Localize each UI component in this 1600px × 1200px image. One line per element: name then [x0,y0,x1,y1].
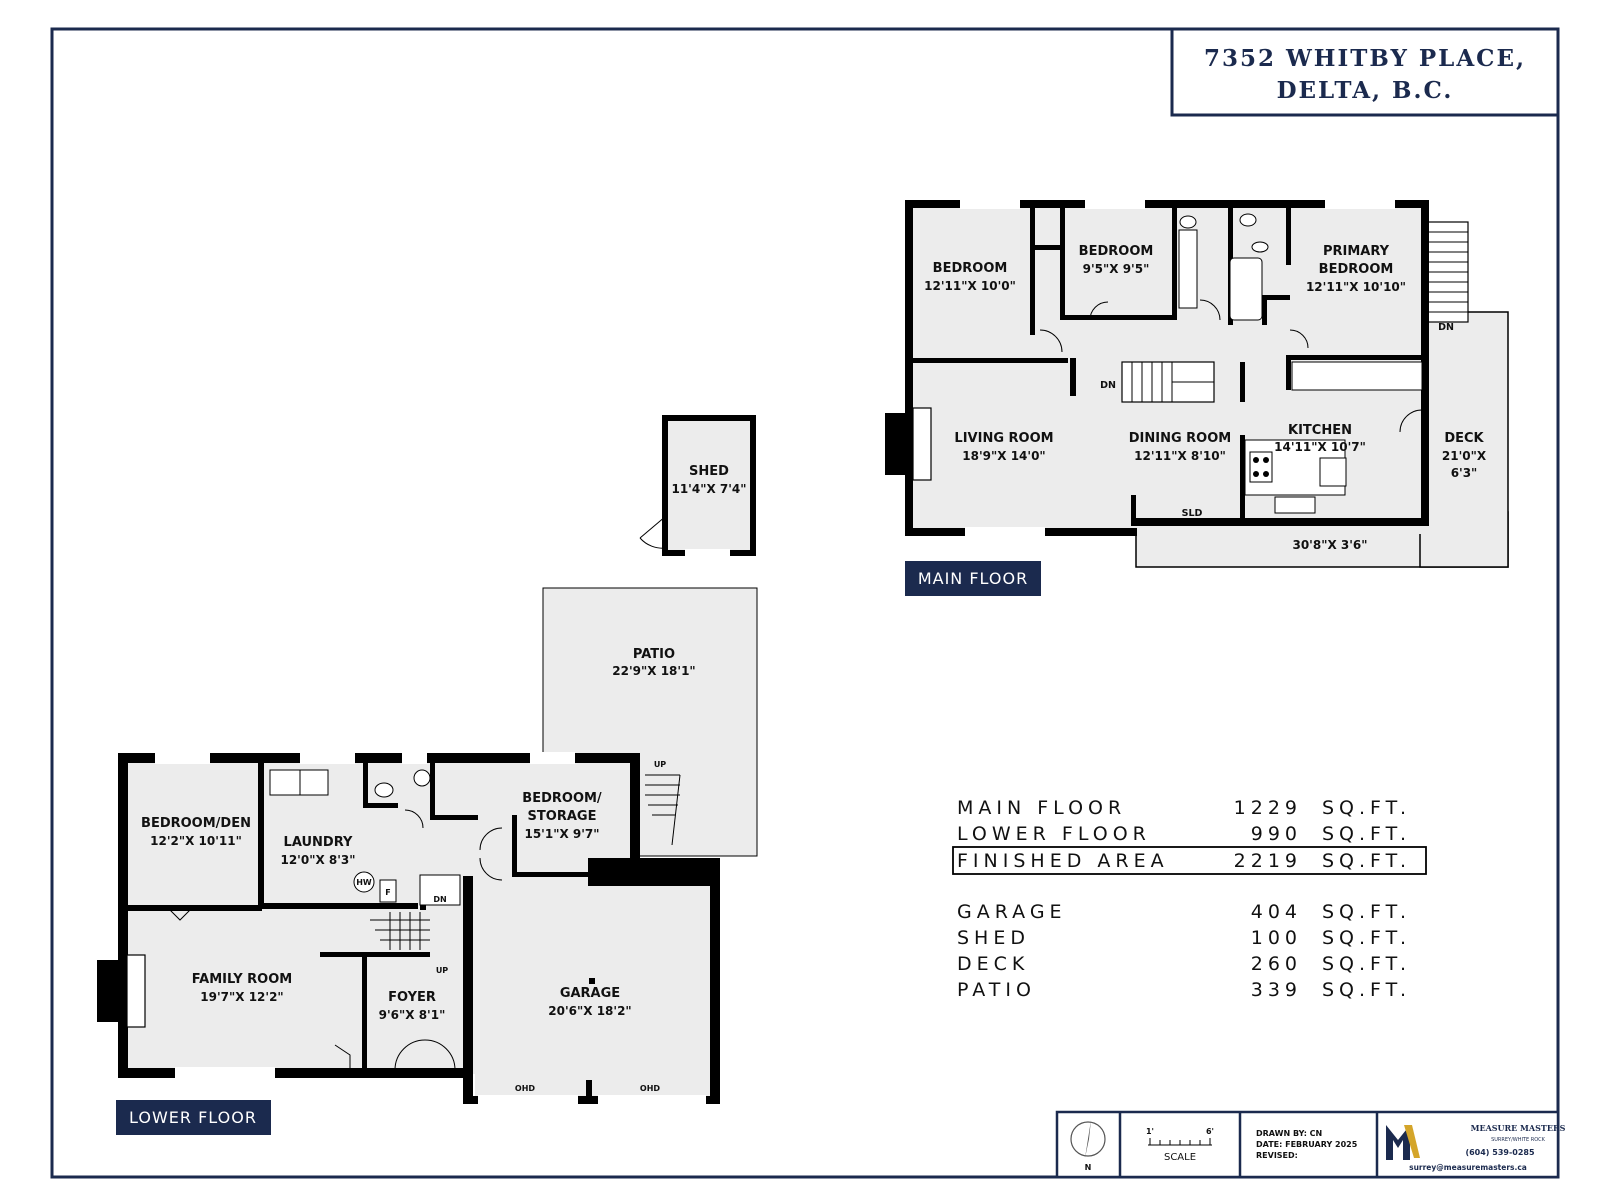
area-unit: SQ.FT. [1322,927,1411,949]
room-dims: 21'0"X [1442,449,1487,463]
area-value: 260 [1251,953,1302,975]
room-name: FOYER [388,990,436,1005]
fireplace [885,413,907,475]
water-heater-label: HW [356,878,372,887]
north-arrow-icon [1070,1120,1106,1158]
scale-label: SCALE [1164,1152,1196,1163]
area-unit: SQ.FT. [1322,850,1411,872]
area-unit: SQ.FT. [1322,823,1411,845]
lower-floor-tag-label: LOWER FLOOR [129,1108,257,1127]
company-location: SURREY/WHITE ROCK [1491,1137,1546,1143]
room-name: STORAGE [528,809,597,824]
room-name: PRIMARY [1323,244,1390,259]
scale-left-label: 1' [1146,1127,1154,1136]
room-dims: 12'11"X 8'10" [1134,449,1226,463]
room-name: GARAGE [560,986,620,1001]
room-name: SHED [689,464,729,479]
area-label: LOWER FLOOR [957,823,1151,845]
finished-area-box [952,846,1427,875]
stair-label: UP [654,760,666,769]
sheet-border [50,27,1560,1179]
room-name: PATIO [633,647,675,662]
drawn-by: DRAWN BY: CN [1256,1129,1322,1138]
area-label: PATIO [957,979,1036,1001]
area-label: MAIN FLOOR [957,797,1126,819]
garage-door-label: OHD [640,1084,660,1093]
balcony-dims: 30'8"X 3'6" [1292,538,1367,552]
room-dims: 14'11"X 10'7" [1274,440,1366,454]
area-unit: SQ.FT. [1322,901,1411,923]
revised: REVISED: [1256,1151,1298,1160]
room-dims: 22'9"X 18'1" [612,664,695,678]
area-value: 100 [1251,927,1302,949]
room-dims: 6'3" [1451,466,1478,480]
room-dims: 12'11"X 10'0" [924,279,1016,293]
title-block: 7352 WHITBY PLACE, DELTA, B.C. [1170,27,1560,117]
company-name: MEASURE MASTERS [1471,1123,1566,1133]
room-dims: 15'1"X 9'7" [524,827,599,841]
stair-label: UP [436,966,448,975]
area-value: 2219 [1234,850,1302,872]
room-dims: 9'6"X 8'1" [379,1008,446,1022]
room-name: KITCHEN [1288,423,1352,438]
area-label: FINISHED AREA [957,850,1169,872]
room-dims: 9'5"X 9'5" [1083,262,1150,276]
room-name: BEDROOM/DEN [141,816,251,831]
room-name: BEDROOM [1079,244,1154,259]
room-name: BEDROOM [933,261,1008,276]
area-value: 404 [1251,901,1302,923]
area-unit: SQ.FT. [1322,797,1411,819]
room-name: FAMILY ROOM [192,972,292,987]
room-dims: 12'0"X 8'3" [280,853,355,867]
area-unit: SQ.FT. [1322,953,1411,975]
company-email: surrey@measuremasters.ca [1409,1163,1527,1172]
room-name: LIVING ROOM [954,431,1053,446]
fireplace [97,960,121,1022]
furnace-label: F [385,888,390,897]
door-label: SLD [1182,508,1203,519]
room-name: DINING ROOM [1129,431,1231,446]
area-label: DECK [957,953,1029,975]
company-logo [1386,1125,1420,1160]
room-dims: 20'6"X 18'2" [548,1004,631,1018]
area-unit: SQ.FT. [1322,979,1411,1001]
main-floor-tag [905,561,1041,596]
room-dims: 18'9"X 14'0" [962,449,1045,463]
lower-floor-plan: BEDROOM/DEN 12'2"X 10'11" LAUNDRY 12'0"X… [97,752,720,1135]
north-label: N [1085,1163,1092,1172]
company-phone: (604) 539-0285 [1465,1148,1535,1157]
scale-right-label: 6' [1206,1127,1214,1136]
room-dims: 12'11"X 10'10" [1306,280,1406,294]
room-dims: 19'7"X 12'2" [200,990,283,1004]
stair-label: DN [1100,380,1116,391]
address-line-2: DELTA, B.C. [1277,77,1454,104]
area-value: 990 [1251,823,1302,845]
main-floor-plan: BEDROOM 12'11"X 10'0" BEDROOM 9'5"X 9'5"… [885,199,1509,596]
drawing-date: DATE: FEBRUARY 2025 [1256,1140,1358,1149]
room-dims: 12'2"X 10'11" [150,834,242,848]
area-value: 1229 [1234,797,1302,819]
area-summary: MAIN FLOOR 1229 SQ.FT. LOWER FLOOR 990 S… [952,797,1427,1001]
scale-bar-icon [1148,1138,1212,1146]
stair-label: DN [1438,322,1454,333]
room-name: BEDROOM [1319,262,1394,277]
room-name: DECK [1444,431,1484,446]
room-dims: 11'4"X 7'4" [671,482,746,496]
lower-floor-tag [116,1100,271,1135]
garage-door-label: OHD [515,1084,535,1093]
shed-plan: SHED 11'4"X 7'4" [639,415,756,557]
room-name: BEDROOM/ [522,791,602,806]
main-floor-tag-label: MAIN FLOOR [918,569,1028,588]
title-footer: N 1' 6' SCALE DRAWN BY: CN DATE: FEBRUAR… [1055,1110,1566,1179]
area-value: 339 [1251,979,1302,1001]
area-label: GARAGE [957,901,1067,923]
area-label: SHED [957,927,1030,949]
room-name: LAUNDRY [284,835,353,850]
stair-label: DN [433,895,446,904]
address-line-1: 7352 WHITBY PLACE, [1204,45,1526,72]
